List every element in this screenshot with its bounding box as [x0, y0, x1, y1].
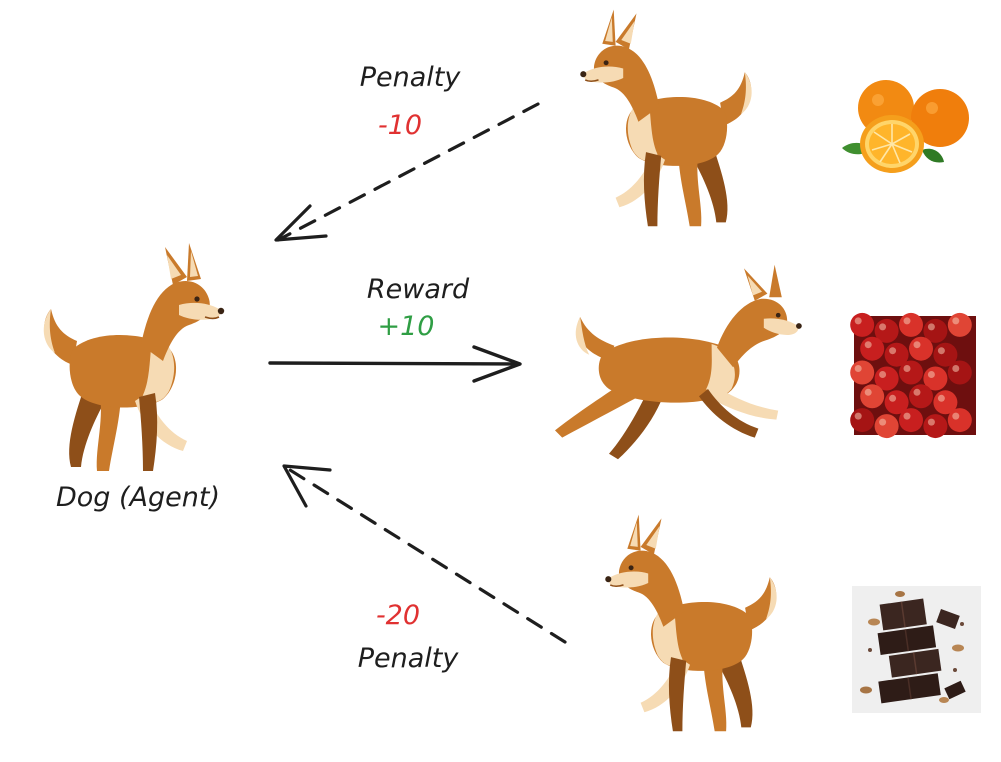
- penalty-top-label: Penalty: [360, 62, 462, 93]
- penalty-top-value: -10: [378, 110, 422, 141]
- penalty-bottom-label: Penalty: [358, 643, 460, 674]
- reward-value: +10: [378, 311, 435, 342]
- agent-dog: [42, 242, 226, 472]
- chocolate-icon: [852, 586, 981, 713]
- penalty-arrow-bottom: [282, 464, 567, 644]
- dog-chocolate: [604, 513, 778, 732]
- penalty-arrow-top: [274, 102, 540, 242]
- reward-label: Reward: [367, 274, 470, 305]
- agent-label: Dog (Agent): [56, 482, 220, 513]
- dog-apple: [555, 264, 802, 460]
- penalty-bottom-value: -20: [376, 600, 420, 631]
- dog-orange: [579, 8, 753, 227]
- orange-icon: [842, 80, 969, 173]
- reward-arrow: [268, 345, 522, 383]
- apple-icon: [850, 312, 976, 439]
